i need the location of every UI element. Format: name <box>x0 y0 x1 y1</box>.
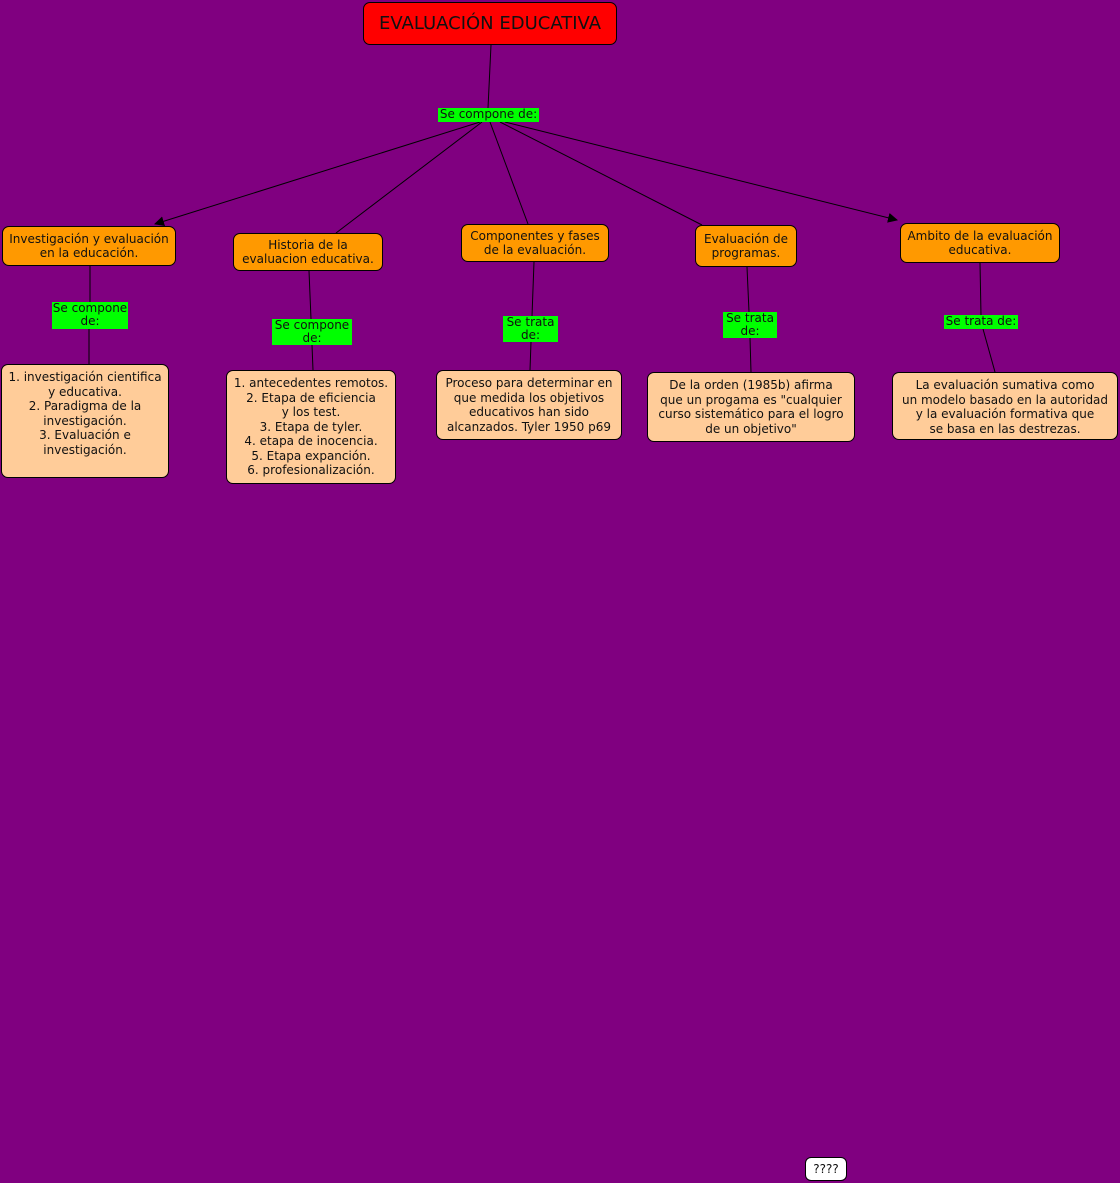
link-componentes[interactable]: Se trata de: <box>503 316 558 342</box>
detail-investigacion[interactable]: 1. investigación cientifica y educativa.… <box>1 364 169 478</box>
edge-root-c2 <box>335 121 483 234</box>
edge-root-c5 <box>504 121 898 223</box>
root-linking-phrase[interactable]: Se compone de: <box>438 107 539 122</box>
edge-root-c4 <box>499 121 703 226</box>
detail-historia[interactable]: 1. antecedentes remotos. 2. Etapa de efi… <box>226 370 396 484</box>
detail-programas[interactable]: De la orden (1985b) afirma que un progam… <box>647 372 855 442</box>
note-concept[interactable]: ???? <box>805 1157 847 1181</box>
edge-root-c3 <box>489 121 529 225</box>
concept-historia[interactable]: Historia de la evaluacion educativa. <box>233 233 383 271</box>
concept-investigacion[interactable]: Investigación y evaluación en la educaci… <box>2 226 176 266</box>
edge-title-link <box>487 44 492 109</box>
detail-componentes[interactable]: Proceso para determinar en que medida lo… <box>436 370 622 440</box>
title-concept[interactable]: EVALUACIÓN EDUCATIVA <box>363 2 617 45</box>
concept-ambito[interactable]: Ambito de la evaluación educativa. <box>900 223 1060 263</box>
link-ambito[interactable]: Se trata de: <box>944 314 1018 329</box>
concept-programas[interactable]: Evaluación de programas. <box>695 225 797 267</box>
link-historia[interactable]: Se compone de: <box>272 319 352 345</box>
link-investigacion[interactable]: Se compone de: <box>52 301 128 329</box>
detail-ambito[interactable]: La evaluación sumativa como un modelo ba… <box>892 372 1118 440</box>
edge-root-c1 <box>154 121 481 227</box>
link-programas[interactable]: Se trata de: <box>723 312 777 338</box>
concept-componentes[interactable]: Componentes y fases de la evaluación. <box>461 224 609 262</box>
